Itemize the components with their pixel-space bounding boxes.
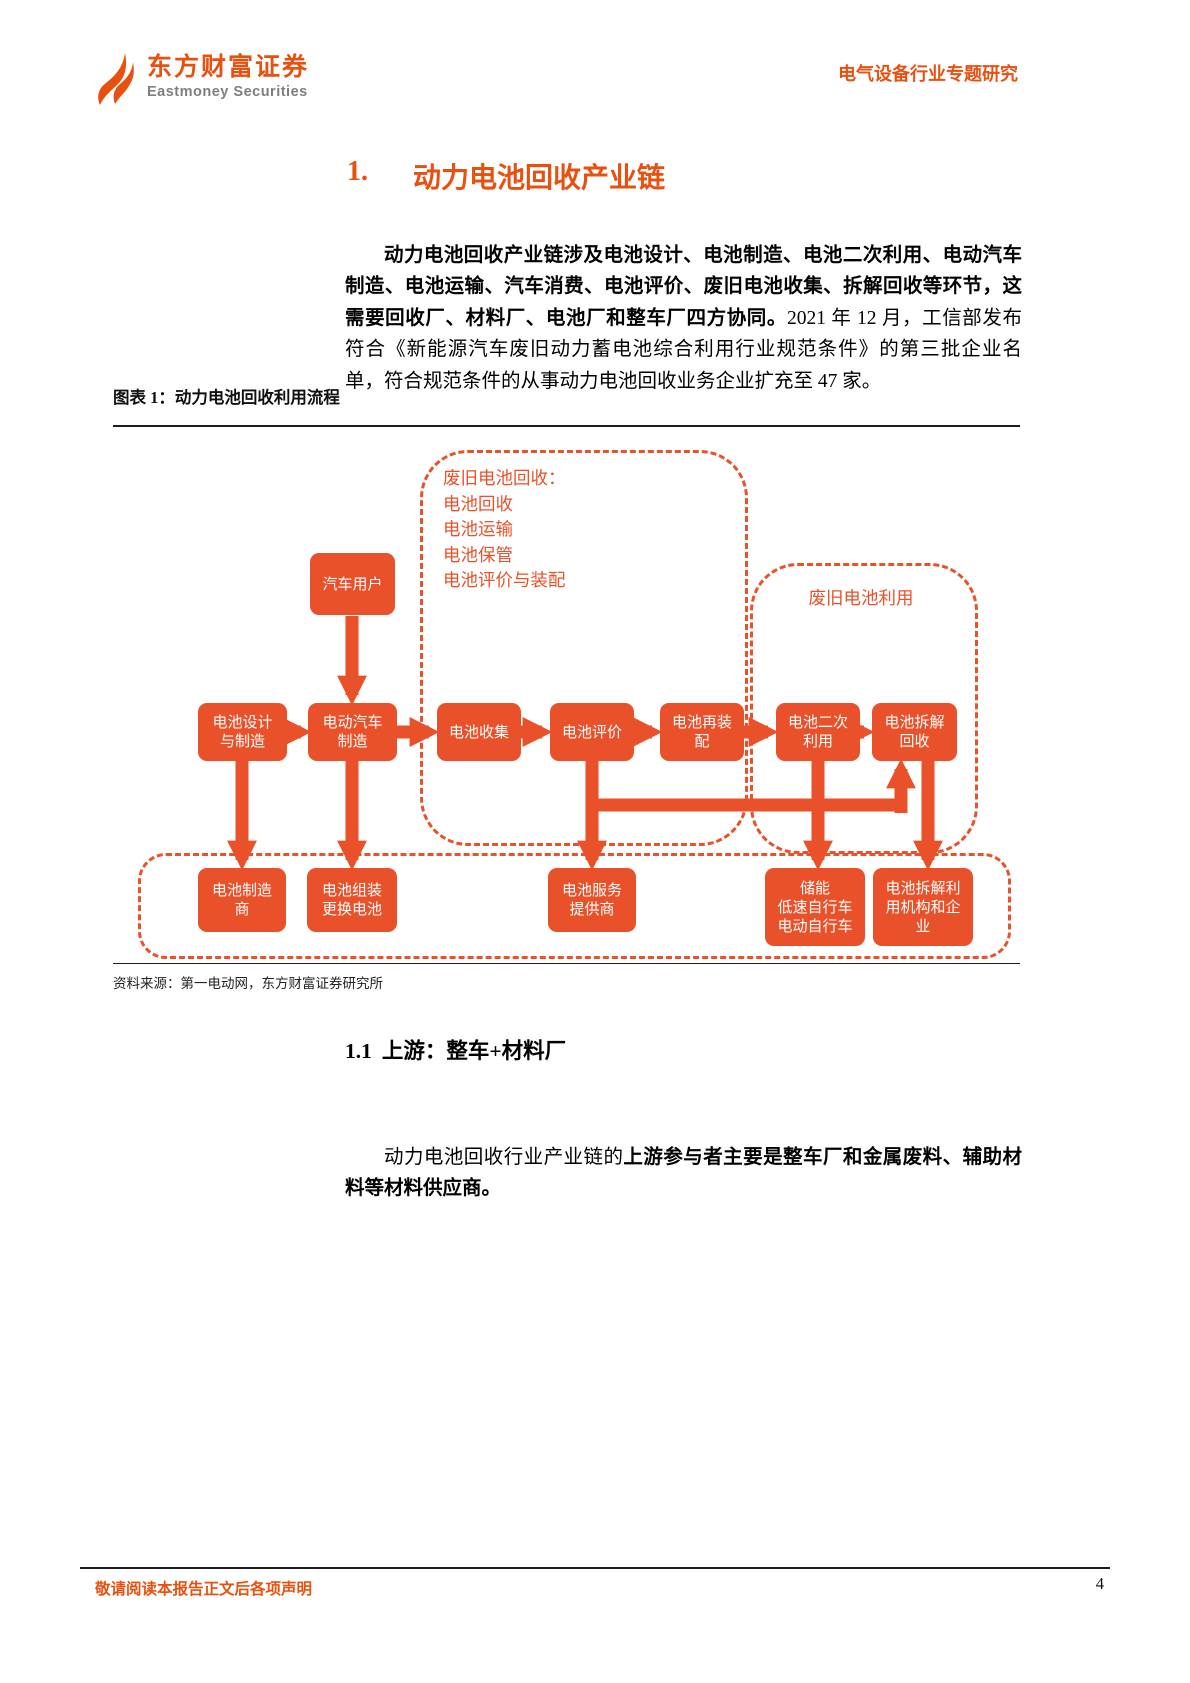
participants-dashed-box [138,853,1011,959]
paragraph-bold-text: 上游参与者主要是整车厂和金属废料、辅助材料等材料供应商。 [345,1146,1022,1200]
node-energy-storage: 储能 低速自行车 电动自行车 [765,868,865,946]
subsection-1-1-heading: 1.1 上游：整车+材料厂 [345,1034,566,1065]
node-dismantle-org: 电池拆解利 用机构和企 业 [873,868,973,946]
eastmoney-logo: 东方财富证券 Eastmoney Securities [95,52,309,106]
subsection-paragraph: 动力电池回收行业产业链的上游参与者主要是整车厂和金属废料、辅助材料等材料供应商。 [345,1142,1022,1205]
node-battery-service: 电池服务 提供商 [548,868,636,932]
node-ev-manufacture: 电动汽车 制造 [308,703,397,761]
reuse-group-label: 废旧电池利用 [808,588,914,608]
paragraph-bold-text: 动力电池回收产业链涉及电池设计、电池制造、电池二次利用、电动汽车制造、电池运输、… [345,244,1022,329]
battery-recycling-flowchart: 废旧电池回收： 电池回收 电池运输 电池保管 电池评价与装配 废旧电池利用 汽车… [113,430,1020,965]
reuse-group-dashed-box [750,563,978,854]
footer-disclaimer: 敬请阅读本报告正文后各项声明 [95,1581,313,1598]
node-battery-maker: 电池制造 商 [198,868,286,932]
figure-caption: 图表 1：动力电池回收利用流程 [113,388,340,407]
node-car-user: 汽车用户 [310,553,395,615]
paragraph-regular-text: 动力电池回收行业产业链的 [384,1146,624,1168]
subsection-number: 1.1 [345,1039,372,1063]
logo-english-name: Eastmoney Securities [147,84,308,100]
section-1-heading: 1. 动力电池回收产业链 [347,156,665,196]
report-type-label: 电气设备行业专题研究 [838,64,1018,84]
node-secondary-use: 电池二次 利用 [776,703,860,761]
section-1-title-text: 动力电池回收产业链 [413,163,666,194]
logo-chinese-name: 东方财富证券 [147,53,310,81]
page-number: 4 [1095,1574,1104,1593]
node-battery-design: 电池设计 与制造 [198,703,287,761]
subsection-title-text: 上游：整车+材料厂 [381,1039,567,1063]
flow-arrows [227,616,943,871]
node-battery-repack: 电池再装 配 [660,703,744,761]
node-battery-assembly: 电池组装 更换电池 [307,868,397,932]
figure-top-rule [113,425,1020,427]
recycle-group-label: 废旧电池回收： 电池回收 电池运输 电池保管 电池评价与装配 [443,468,566,590]
section-1-number: 1. [347,156,368,187]
paragraph-regular-text: 2021 年 12 月，工信部发布符合《新能源汽车废旧动力蓄电池综合利用行业规范… [345,307,1022,392]
footer-rule [80,1567,1110,1569]
figure-bottom-rule [113,963,1020,964]
node-dismantle-recycle: 电池拆解 回收 [872,703,957,761]
node-battery-collect: 电池收集 [437,703,521,761]
logo-text: 东方财富证券 Eastmoney Securities [147,52,309,102]
figure-source: 资料来源：第一电动网，东方财富证券研究所 [113,976,383,991]
node-battery-evaluate: 电池评价 [550,703,634,761]
section-1-paragraph: 动力电池回收产业链涉及电池设计、电池制造、电池二次利用、电动汽车制造、电池运输、… [345,240,1022,398]
eastmoney-flame-icon [98,53,134,105]
